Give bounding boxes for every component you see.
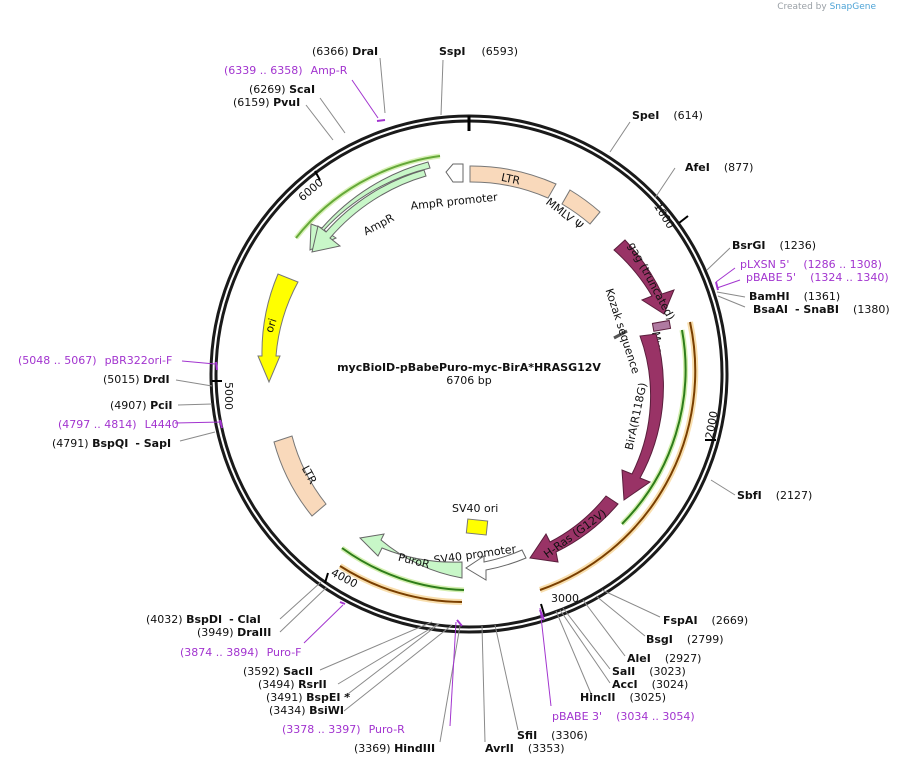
gag-label: gag (truncated) xyxy=(625,240,677,322)
primer-leaders xyxy=(174,79,741,727)
right-orange-arc-line xyxy=(539,321,697,591)
site-4791: (4791) BspQI- SapI xyxy=(52,437,171,450)
ltr-1[interactable] xyxy=(469,165,557,199)
site-3949: (3949) DraIII xyxy=(197,626,271,639)
right-green-arc-line xyxy=(621,329,687,525)
site-3306: SfiI(3306) xyxy=(517,729,588,742)
site-labels: (6366) DraI SspI(6593) (6269) ScaI (6159… xyxy=(52,45,890,755)
gag-feature[interactable] xyxy=(613,239,675,315)
amp-outer-arc xyxy=(295,155,441,239)
ampR-promoter-label: AmpR promoter xyxy=(410,191,499,213)
ampR-label: AmpR xyxy=(361,211,396,238)
primer-labels: (6339 .. 6358)Amp-R pLXSN 5'(1286 .. 130… xyxy=(18,64,889,736)
credit-prefix: Created by xyxy=(777,2,827,12)
site-leaders xyxy=(175,57,746,743)
site-5015: (5015) DrdI xyxy=(103,373,170,386)
site-1380: BsaAI- SnaBI(1380) xyxy=(753,303,890,316)
tick-label-2000: 2000 xyxy=(703,410,721,440)
ltr-1-label: LTR xyxy=(500,171,522,188)
amp-outer-arc-glow xyxy=(294,153,441,240)
plasmid-name: mycBioID-pBabePuro-myc-BirA*HRASG12V xyxy=(337,361,601,374)
credit-brand: SnapGene xyxy=(829,2,876,12)
site-6366: (6366) DraI xyxy=(312,45,378,58)
primer-pbabe5: pBABE 5'(1324 .. 1340) xyxy=(746,271,889,284)
myc-feature[interactable] xyxy=(651,319,672,332)
sv40-ori-feature[interactable] xyxy=(465,518,489,536)
ori-label: ori xyxy=(263,317,280,335)
ltr-2[interactable] xyxy=(273,435,327,517)
site-2799: BsgI(2799) xyxy=(646,633,723,646)
site-3494: (3494) RsrII xyxy=(258,678,327,691)
site-2127: SbfI(2127) xyxy=(737,489,812,502)
tick-label-5000: 5000 xyxy=(222,382,235,410)
primer-pbr322ori-f: (5048 .. 5067)pBR322ori-F xyxy=(18,354,172,367)
site-6159: (6159) PvuI xyxy=(233,96,300,109)
ampR-arrow[interactable] xyxy=(311,169,427,253)
primer-amp-r: (6339 .. 6358)Amp-R xyxy=(224,64,348,77)
site-3024: AccI(3024) xyxy=(612,678,688,691)
kozak-label: Kozak sequence xyxy=(603,287,643,376)
tick-2000: 2000 xyxy=(703,410,721,441)
site-1236: BsrGI(1236) xyxy=(732,239,816,252)
primer-pbabe3: pBABE 3'(3034 .. 3054) xyxy=(552,710,695,723)
site-3434: (3434) BsiWI xyxy=(269,704,344,717)
mmlv-psi[interactable] xyxy=(561,189,601,225)
puroR-label: PuroR xyxy=(397,551,432,571)
tick-label-3000: 3000 xyxy=(551,592,579,605)
ampR-promoter-arrow[interactable] xyxy=(445,163,464,183)
kozak-mark xyxy=(613,329,628,340)
tick-3000: 3000 xyxy=(540,592,579,615)
site-3023: SalI(3023) xyxy=(612,665,686,678)
snapgene-credit: Created by SnapGene xyxy=(777,2,876,12)
hras-feature[interactable] xyxy=(529,495,619,563)
puroR-feature[interactable] xyxy=(358,533,463,579)
site-1361: BamHI(1361) xyxy=(749,290,840,303)
site-3353: AvrII(3353) xyxy=(485,742,564,755)
primer-plxsn5: pLXSN 5'(1286 .. 1308) xyxy=(740,258,882,271)
primer-l4440: (4797 .. 4814)L4440 xyxy=(58,418,179,431)
site-877: AfeI(877) xyxy=(685,161,753,174)
sv40-ori-label: SV40 ori xyxy=(452,502,498,515)
plasmid-length: 6706 bp xyxy=(446,374,491,387)
hras-label: H-Ras (G12V) xyxy=(541,507,609,561)
site-614: SpeI(614) xyxy=(632,109,703,122)
site-3491: (3491) BspEI * xyxy=(266,691,350,704)
birA-feature[interactable] xyxy=(621,333,664,501)
site-3592: (3592) SacII xyxy=(243,665,313,678)
tick-5000: 5000 xyxy=(212,380,235,410)
puro-orange-arc-line xyxy=(339,565,463,603)
site-2927: AleI(2927) xyxy=(627,652,701,665)
site-4032: (4032) BspDI- ClaI xyxy=(146,613,261,626)
site-6269: (6269) ScaI xyxy=(249,83,315,96)
site-4907: (4907) PciI xyxy=(110,399,173,412)
sv40-promoter-arrow[interactable] xyxy=(465,549,527,581)
ori-feature[interactable] xyxy=(257,273,299,384)
primer-marks xyxy=(215,119,719,627)
site-2669: FspAI(2669) xyxy=(663,614,748,627)
primer-puro-f: (3874 .. 3894)Puro-F xyxy=(180,646,302,659)
site-3369: (3369) HindIII xyxy=(354,742,435,755)
puro-green-arc-line xyxy=(341,547,465,591)
site-6593: SspI(6593) xyxy=(439,45,518,58)
site-3025: HincII(3025) xyxy=(580,691,666,704)
primer-puro-r: (3378 .. 3397)Puro-R xyxy=(282,723,405,736)
